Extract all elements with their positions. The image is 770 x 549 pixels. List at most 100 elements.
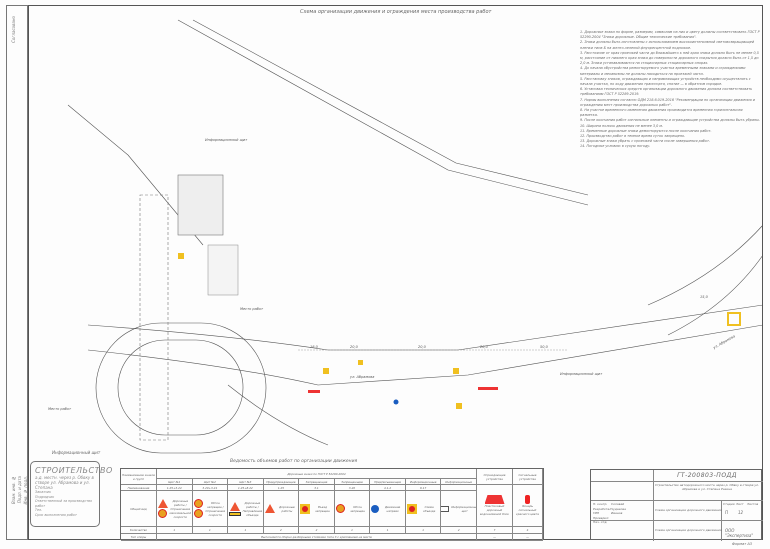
- traffic-scheme-plan: [67, 19, 763, 454]
- main-road-south-edge: [87, 324, 763, 386]
- main-road-north-edge: [87, 304, 763, 351]
- blue-sign-marker: [393, 399, 399, 405]
- info-shield-line: Подрядчик: [35, 494, 55, 499]
- info-shield-line: Срок выполнения работ: [35, 512, 77, 517]
- note: 11. Временные дорожные знаки демонтируют…: [580, 128, 712, 133]
- tri-sign-icon: [264, 504, 275, 513]
- legend-fence-cell: Пластиковый дорожный водоналивной блок: [477, 485, 513, 527]
- legend-qty: 4: [513, 527, 543, 534]
- format-label: Формат А3: [732, 542, 752, 546]
- note: 13. Дорожные знаки убрать с проезжей час…: [580, 139, 711, 144]
- circ-sign-icon: [335, 504, 345, 513]
- legend-sign-cell: Дорожные работы / Направление объезда: [228, 491, 264, 527]
- legend-group: Информационные: [405, 479, 442, 485]
- note: 10. Ширина полосы движения не менее 3,0 …: [580, 123, 664, 128]
- legend-code: [441, 485, 477, 491]
- legend-qty: 1: [192, 527, 229, 534]
- info-shield-line: а.д. местн. через р. Обвку в створе ул. …: [35, 475, 94, 490]
- note: 1. Дорожные знаки по форме, размерам, си…: [580, 30, 760, 40]
- name: Чудакова: [611, 506, 626, 511]
- legend-lamp-cell: Фонарь сигнальный красного цвета: [513, 485, 543, 527]
- note: 8. На участке временного изменения движе…: [580, 108, 743, 118]
- legend-qty: 1: [405, 527, 442, 534]
- note: 7. Нормы выполнения согласно ОДМ 218.6.0…: [580, 97, 755, 107]
- legend-sign-cell: Обгон запрещен: [334, 491, 371, 527]
- legend-header-group: Дорожные знаки по ГОСТ Р 52290-2004: [157, 469, 477, 479]
- building-right: [207, 244, 239, 296]
- legend-desc: Фонарь сигнальный красного цвета: [516, 504, 539, 516]
- legend-row-label: Наименование: [121, 485, 157, 491]
- legend-code: 4.1.2: [370, 485, 406, 491]
- sign-marker: [358, 360, 363, 365]
- left-margin-stamps: Согласовано Взам. инв. № Подп. и дата Ин…: [6, 5, 28, 540]
- road-loop-outer: [95, 322, 267, 454]
- legend-qty: 2: [441, 527, 477, 534]
- info-shield-label-2: Информационный щит: [205, 138, 248, 142]
- tri-circ-sign-icon: [157, 499, 168, 518]
- stage-label: Стадия: [723, 502, 735, 506]
- legend-desc: Въезд запрещен: [315, 504, 330, 513]
- legend-group: Запрещающие: [299, 479, 335, 485]
- sq-sign-icon: [406, 503, 417, 514]
- legend-header-lamp: Сигнальные устройства: [513, 469, 543, 485]
- legend-code: 3.20+3.24: [192, 485, 229, 491]
- signal-lamp-icon: [525, 495, 530, 504]
- legend-qty: 1: [228, 527, 264, 534]
- note: 4. До начала обустройства ремонтируемого…: [580, 66, 746, 76]
- legend-sign-cell: Въезд запрещен: [299, 491, 335, 527]
- building-dashed: [139, 194, 169, 441]
- legend-header-name: Наименование знаков и групп: [121, 469, 157, 485]
- legend-group: Щит №1: [157, 479, 193, 485]
- role: Разработал: [593, 506, 612, 511]
- road-curve-south: [227, 384, 329, 446]
- sign-marker: [323, 368, 329, 374]
- legend-header-fence: Ограждающие устройства: [477, 469, 513, 485]
- legend-sign-cell: Движение направо: [370, 491, 406, 527]
- note: 12. Производство работ в темное время су…: [580, 134, 686, 139]
- role: Проверил: [593, 515, 609, 520]
- sign-marker: [456, 403, 462, 409]
- strip-sign: Подп. и дата: [17, 476, 22, 504]
- notes-list: 1. Дорожные знаки по форме, размерам, си…: [580, 30, 760, 150]
- blue-sign-icon: [371, 504, 380, 513]
- legend-group: Предупреждающие: [263, 479, 300, 485]
- board-sign-icon: [441, 505, 450, 512]
- sheet-value: 12: [738, 510, 744, 515]
- dim-label: 15,0: [700, 295, 708, 299]
- work-zone-label-2: Место работ: [48, 407, 72, 411]
- dim-label: 50,0: [540, 345, 548, 349]
- legend-code: 3.1: [299, 485, 335, 491]
- info-shield-label: Информационный щит: [560, 372, 603, 376]
- legend-group: Предписывающие: [370, 479, 406, 485]
- sheet-title-2: Схема организации дорожного движения: [655, 528, 722, 532]
- fence-block: [308, 390, 320, 393]
- detour-sign-marker: [727, 312, 741, 326]
- legend-sign-cell: Схема объезда: [405, 491, 442, 527]
- legend-desc: Дорожные работы / Направление объезда: [242, 500, 263, 517]
- legend-row-label: Общий вид: [121, 491, 157, 527]
- legend-desc: Обгон запрещен: [350, 504, 365, 513]
- legend-code: 1.25: [263, 485, 300, 491]
- legend-row-label: Тип опоры: [121, 534, 157, 541]
- legend-sign-cell: Информационный щит: [441, 491, 477, 527]
- road-edge-diagonal: [177, 19, 589, 206]
- fence-block: [478, 387, 498, 390]
- legend-support: —: [477, 534, 513, 541]
- info-shield-caption: Информационный щит: [52, 450, 101, 455]
- road-right-curve: [647, 224, 763, 336]
- street-label: ул. Абрамова: [350, 375, 375, 379]
- sheet-title: Схема организации дорожного движения: [655, 508, 722, 512]
- legend-desc: Информационный щит: [451, 504, 477, 513]
- legend-qty: 7: [477, 527, 513, 534]
- legend-qty: 2: [263, 527, 300, 534]
- dim-label: 20,0: [480, 345, 488, 349]
- legend-desc: Дорожные работы: [279, 504, 295, 513]
- tri-bar-sign-icon: [228, 501, 241, 516]
- sheet-label: Лист: [736, 502, 744, 506]
- legend-sign-cell: Дорожные работы / Ограничение максимальн…: [157, 491, 193, 527]
- work-zone-label: Место работ: [240, 307, 264, 311]
- note: 6. Установка технических средств организ…: [580, 87, 753, 97]
- role: Н. контр.: [593, 502, 608, 506]
